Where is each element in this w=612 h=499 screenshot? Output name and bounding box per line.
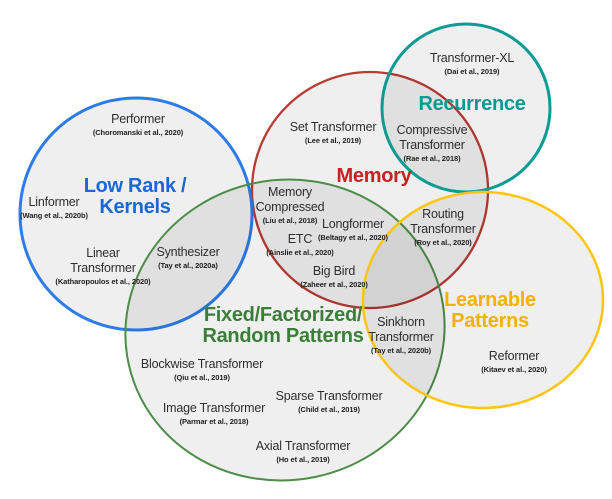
model-citation: (Wang et al., 2020b) [20,211,88,220]
model-name: Reformer [488,349,540,363]
model-citation: (Lee et al., 2019) [304,136,362,145]
model-citation: (Choromanski et al., 2020) [92,128,184,137]
model-big-bird: Big Bird (Zaheer et al., 2020) [300,264,368,289]
circle-learnable-patterns [361,190,605,410]
model-name: Synthesizer [156,245,220,259]
model-name: Sparse Transformer [275,389,383,403]
model-citation: (Tay et al., 2020a) [158,261,218,270]
model-synthesizer: Synthesizer (Tay et al., 2020a) [156,245,219,270]
model-sinkhorn-transformer: Sinkhorn Transformer (Tay et al., 2020b) [368,315,434,355]
model-name: Linformer [28,195,80,209]
model-longformer: Longformer (Beltagy et al., 2020) [318,217,388,242]
model-name: Performer [111,112,165,126]
model-citation: (Katharopoulos et al., 2020) [55,277,151,286]
model-name: Axial Transformer [255,439,351,453]
model-name: Blockwise Transformer [140,357,264,371]
set-label-learnable-patterns: Learnable Patterns [444,289,536,332]
model-citation: (Rae et al., 2018) [403,154,461,163]
set-label-fixed-factorized-random: Fixed/Factorized/ Random Patterns [202,304,364,347]
model-transformer-xl: Transformer-XL (Dai et al., 2019) [430,51,514,76]
model-routing-transformer: Routing Transformer (Roy et al., 2020) [410,207,476,247]
model-citation: (Beltagy et al., 2020) [318,233,388,242]
model-citation: (Zaheer et al., 2020) [300,280,368,289]
model-name: Routing Transformer [410,207,476,236]
model-citation: (Parmar et al., 2018) [179,417,249,426]
model-name: Linear Transformer [70,246,136,275]
model-name: Compressive Transformer [396,123,468,152]
set-label-recurrence: Recurrence [418,93,526,115]
model-axial-transformer: Axial Transformer (Ho et al., 2019) [256,439,351,464]
model-citation: (Kitaev et al., 2020) [481,365,547,374]
model-memory-compressed: Memory Compressed (Liu et al., 2018) [256,185,325,225]
model-name: Sinkhorn Transformer [368,315,434,344]
model-sparse-transformer: Sparse Transformer (Child et al., 2019) [276,389,383,414]
model-name: Transformer-XL [429,51,515,65]
set-label-memory: Memory [336,165,412,187]
model-name: ETC [287,232,313,246]
model-citation: (Ainslie et al., 2020) [266,248,334,257]
model-performer: Performer (Choromanski et al., 2020) [93,112,183,137]
model-compressive-transformer: Compressive Transformer (Rae et al., 201… [397,123,468,163]
model-citation: (Child et al., 2019) [298,405,360,414]
model-reformer: Reformer (Kitaev et al., 2020) [481,349,547,374]
model-citation: (Tay et al., 2020b) [370,346,432,355]
circle-low-rank-kernels [18,96,254,332]
model-linformer: Linformer (Wang et al., 2020b) [20,195,88,220]
model-name: Image Transformer [162,401,266,415]
set-label-low-rank-kernels: Low Rank / Kernels [83,175,187,218]
model-citation: (Liu et al., 2018) [262,216,318,225]
model-name: Longformer [322,217,384,231]
model-citation: (Ho et al., 2019) [276,455,330,464]
model-citation: (Dai et al., 2019) [444,67,500,76]
model-name: Big Bird [312,264,356,278]
model-name: Set Transformer [289,120,377,134]
model-citation: (Roy et al., 2020) [414,238,472,247]
model-linear-transformer: Linear Transformer (Katharopoulos et al.… [55,246,150,286]
circle-fixed-factorized-random [124,178,446,482]
model-citation: (Qiu et al., 2019) [174,373,230,382]
model-image-transformer: Image Transformer (Parmar et al., 2018) [163,401,265,426]
model-etc: ETC (Ainslie et al., 2020) [266,232,334,257]
model-set-transformer: Set Transformer (Lee et al., 2019) [290,120,377,145]
model-blockwise-transformer: Blockwise Transformer (Qiu et al., 2019) [141,357,263,382]
model-name: Memory Compressed [255,185,325,214]
